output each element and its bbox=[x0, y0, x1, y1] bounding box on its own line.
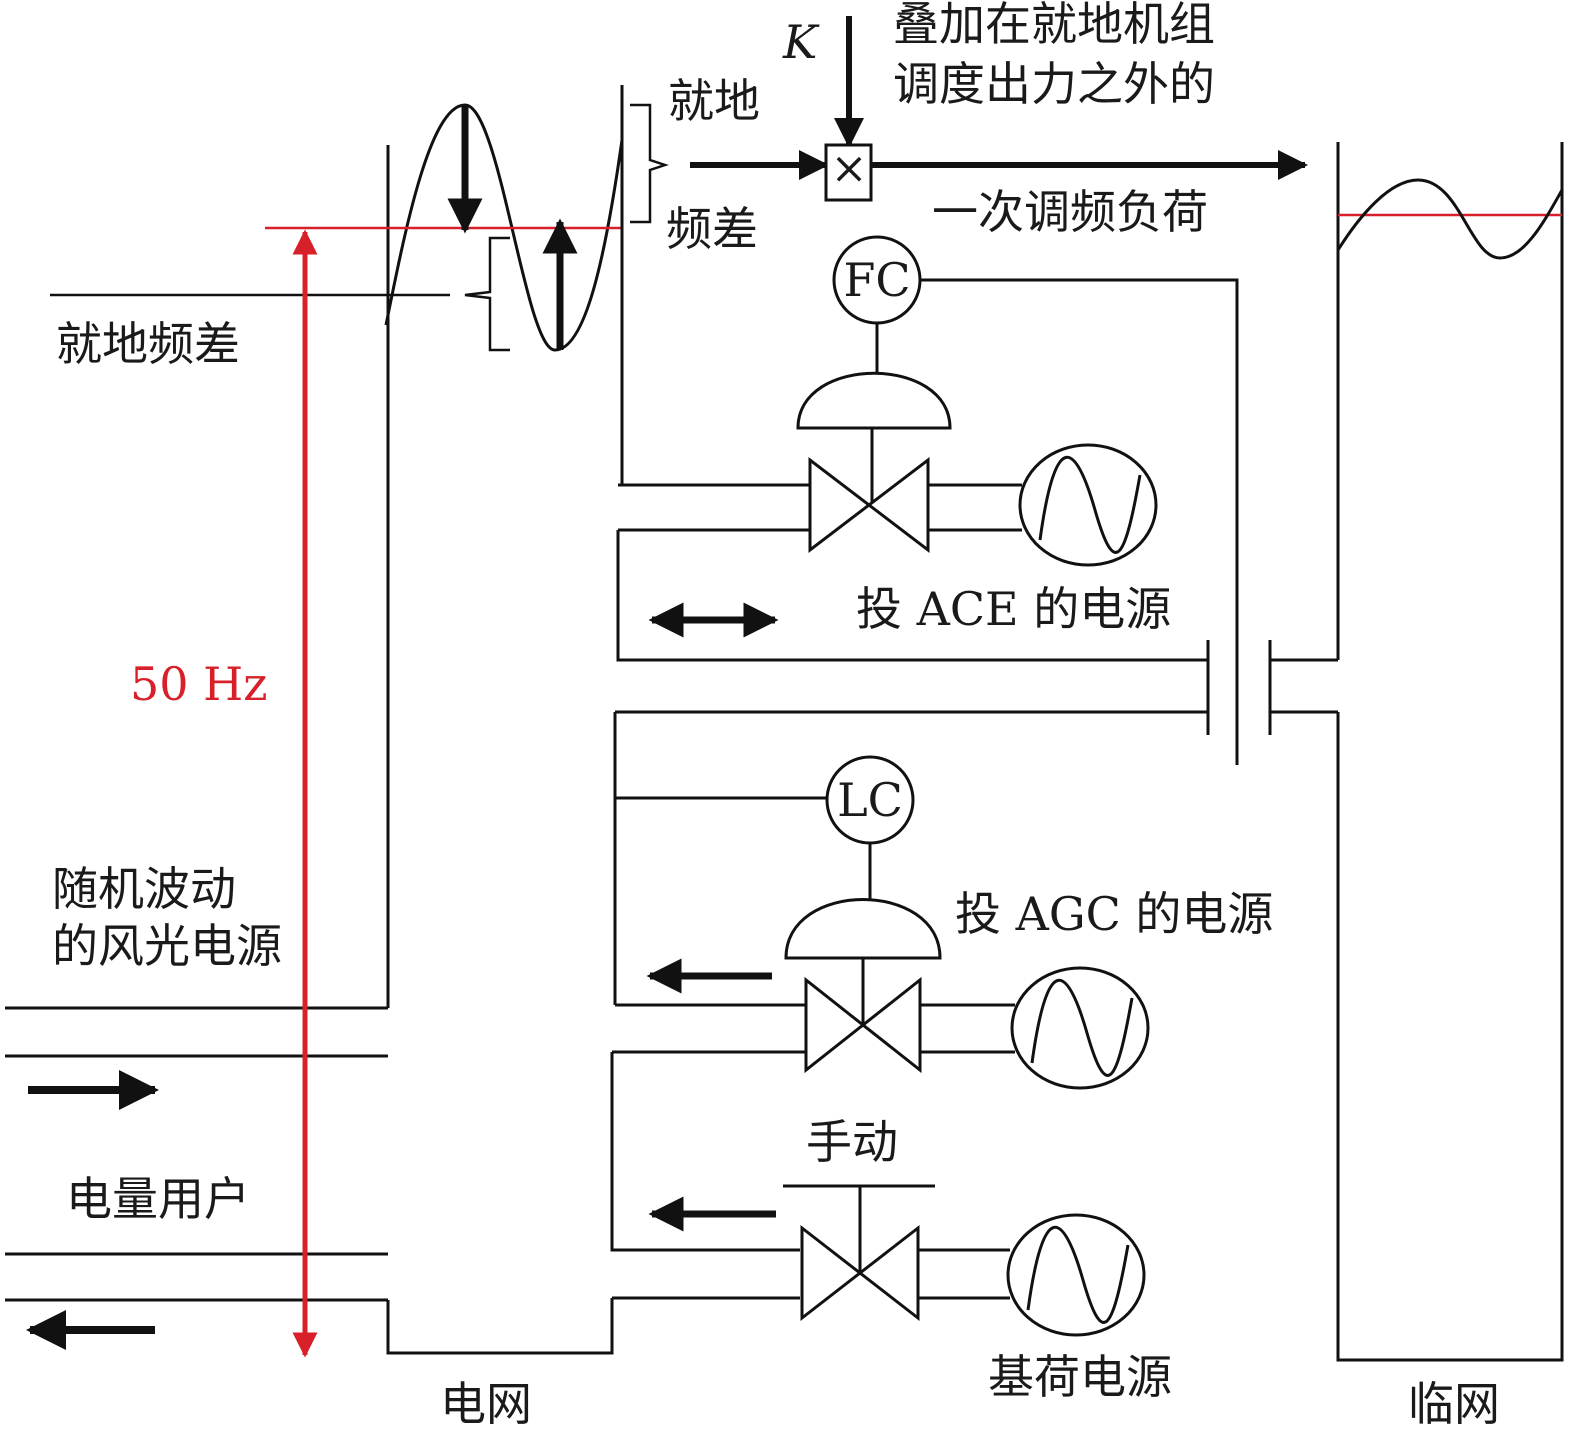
multiply-symbol: × bbox=[831, 143, 868, 194]
agc-pipe bbox=[610, 712, 1015, 1252]
agc-valve bbox=[784, 898, 942, 1074]
agc-generator bbox=[1010, 966, 1150, 1090]
local-freq-diff-label: 就地频差 bbox=[56, 317, 240, 371]
ace-generator bbox=[1018, 443, 1158, 567]
base-load-pipe bbox=[918, 1248, 1010, 1300]
consumer-pipe bbox=[5, 1252, 388, 1302]
superimposed-line2: 调度出力之外的 bbox=[893, 57, 1215, 111]
fc-label: FC bbox=[843, 253, 910, 307]
wind-solar-label-line1: 随机波动 bbox=[52, 862, 236, 916]
base-load-generator bbox=[1006, 1213, 1146, 1337]
lc-controller: LC bbox=[825, 755, 915, 845]
grid-frequency-wave bbox=[384, 103, 624, 352]
adjacent-frequency-wave bbox=[1336, 178, 1564, 260]
agc-source-label: 投 AGC 的电源 bbox=[955, 887, 1273, 941]
multiply-box-icon: × bbox=[824, 143, 873, 202]
local-freq-brace-right bbox=[630, 103, 669, 224]
local-label: 就地 bbox=[668, 74, 760, 128]
manual-label: 手动 bbox=[806, 1115, 898, 1169]
fifty-hz-label: 50 Hz bbox=[130, 657, 268, 711]
ace-source-label: 投 ACE 的电源 bbox=[856, 582, 1171, 636]
wind-solar-label-line2: 的风光电源 bbox=[52, 919, 282, 973]
k-gain-label: K bbox=[782, 15, 820, 69]
adjacent-grid-label: 临网 bbox=[1408, 1377, 1500, 1431]
superimposed-line1: 叠加在就地机组 bbox=[893, 0, 1215, 51]
fc-controller: FC bbox=[832, 235, 922, 325]
local-freq-brace-left bbox=[464, 236, 510, 352]
consumers-label: 电量用户 bbox=[66, 1172, 250, 1226]
lc-label: LC bbox=[837, 773, 903, 827]
ace-pipe bbox=[616, 85, 1208, 662]
tie-line bbox=[615, 612, 1338, 765]
manual-valve bbox=[783, 1184, 935, 1322]
ace-valve bbox=[796, 371, 952, 554]
grid-label: 电网 bbox=[440, 1377, 532, 1431]
adjacent-grid-vessel bbox=[1336, 142, 1564, 1362]
wind-solar-pipe bbox=[5, 1006, 388, 1058]
base-load-source-label: 基荷电源 bbox=[988, 1350, 1172, 1404]
fc-signal-line bbox=[920, 278, 1239, 612]
grid-vessel bbox=[386, 145, 800, 1355]
freq-diff-label: 频差 bbox=[666, 202, 758, 256]
primary-regulation-load-label: 一次调频负荷 bbox=[932, 185, 1208, 239]
